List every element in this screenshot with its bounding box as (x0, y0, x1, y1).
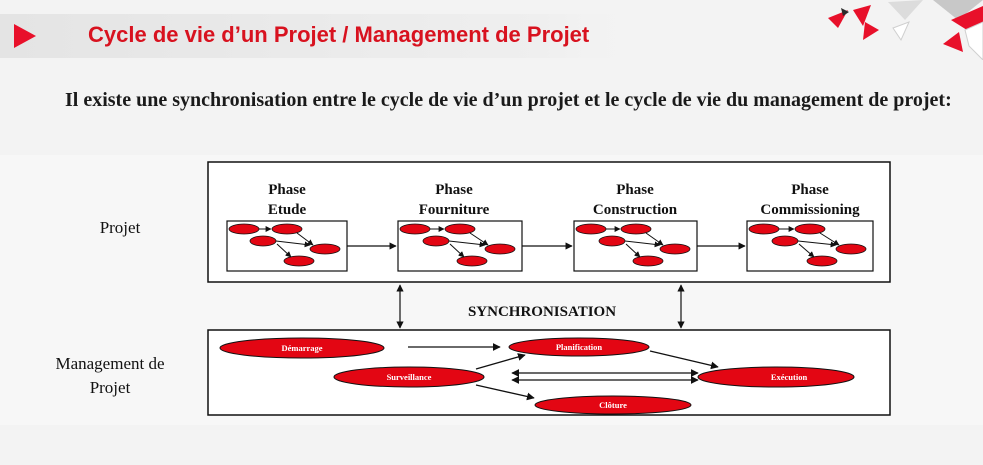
node-execution (697, 366, 855, 388)
phase-fourniture-line2: Fourniture (419, 202, 490, 218)
node-execution-label: Exécution (771, 372, 808, 382)
arrow-surveillance-planification (475, 353, 526, 370)
mini-process-fourniture (399, 223, 516, 267)
row-label-projet: Projet (99, 218, 141, 237)
node-cloture-label: Clôture (599, 400, 627, 410)
phase-construction-line2: Construction (593, 202, 678, 218)
node-surveillance-label: Surveillance (387, 372, 432, 382)
banner-arrow-icon (14, 24, 36, 48)
page-title: Cycle de vie d’un Projet / Management de… (88, 22, 590, 47)
row-label-management-line2: Projet (89, 378, 131, 397)
phase-commissioning-line2: Commissioning (760, 202, 860, 218)
row-label-management-line1: Management de (55, 354, 165, 373)
mini-process-commissioning (748, 223, 867, 267)
decorative-triangles-icon (828, 0, 983, 60)
arrow-surveillance-cloture (475, 384, 535, 401)
intro-paragraph: Il existe une synchronisation entre le c… (65, 89, 952, 111)
mini-process-etude (228, 223, 341, 267)
node-cloture (534, 395, 692, 415)
lifecycle-diagram: Projet Management de Projet Phase Etude … (0, 155, 983, 425)
title-banner: Cycle de vie d’un Projet / Management de… (0, 14, 640, 58)
node-planification (508, 337, 650, 357)
node-demarrage (219, 337, 385, 359)
mini-process-construction (575, 223, 691, 267)
diagram-canvas: Phase Etude Phase Fourniture Phase Const… (207, 161, 891, 416)
phase-etude-line1: Phase (268, 182, 306, 198)
arrow-planification-execution (649, 350, 719, 370)
node-demarrage-label: Démarrage (281, 343, 322, 353)
node-planification-label: Planification (556, 342, 603, 352)
phase-commissioning-line1: Phase (791, 182, 829, 198)
phase-fourniture-line1: Phase (435, 182, 473, 198)
phase-construction-line1: Phase (616, 182, 654, 198)
phase-etude-line2: Etude (268, 202, 307, 218)
banner-background (0, 14, 640, 58)
sync-label: SYNCHRONISATION (468, 304, 616, 320)
node-surveillance (333, 366, 485, 388)
